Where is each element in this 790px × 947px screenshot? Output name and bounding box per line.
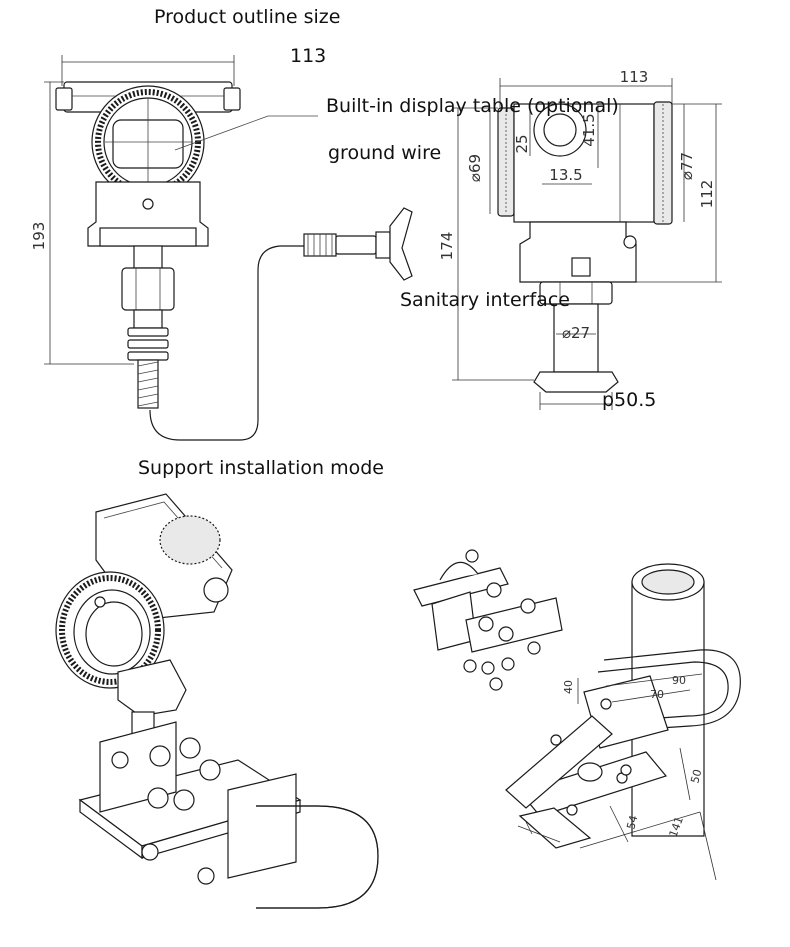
front-view-transmitter: 193 [30,55,318,409]
dim-bracket-40: 40 [562,680,575,694]
dim-193-label: 193 [30,222,48,251]
dim-174-label: 174 [438,232,456,261]
dim-41-5-label: 41.5 [580,113,598,146]
dim-112-label: 112 [698,180,716,209]
support-mode-title: Support installation mode [138,457,384,479]
dim-13-5-label: 13.5 [549,166,582,184]
bracket-parts-exploded [413,549,563,691]
side-view-transmitter: 113 25 41.5 13.5 ⌀69 ⌀77 112 [438,68,722,410]
dim-dia-69: ⌀69 [466,154,484,182]
dim-bracket-54: 54 [624,814,640,831]
transmitter-on-bracket-isometric [55,493,379,909]
dim-dia-27: ⌀27 [562,324,590,342]
pipe-mount-bracket: 90 70 40 50 54 141 [505,563,741,881]
dim-bracket-70: 70 [650,688,664,701]
dim-dia-77: ⌀77 [678,152,696,180]
ground-wire-assembly [149,207,413,441]
outline-size-title: Product outline size [154,6,341,28]
dim-25-label: 25 [513,134,531,153]
dim-bracket-90: 90 [672,674,686,687]
dim-bracket-50: 50 [688,768,704,785]
display-table-label: Built-in display table (optional) [326,95,619,117]
flange-p50-5-label: p50.5 [602,389,657,411]
width-113-label: 113 [290,45,327,67]
dim-113-side: 113 [620,68,649,86]
sanitary-interface-label: Sanitary interface [400,289,570,311]
ground-wire-label: ground wire [328,142,442,164]
